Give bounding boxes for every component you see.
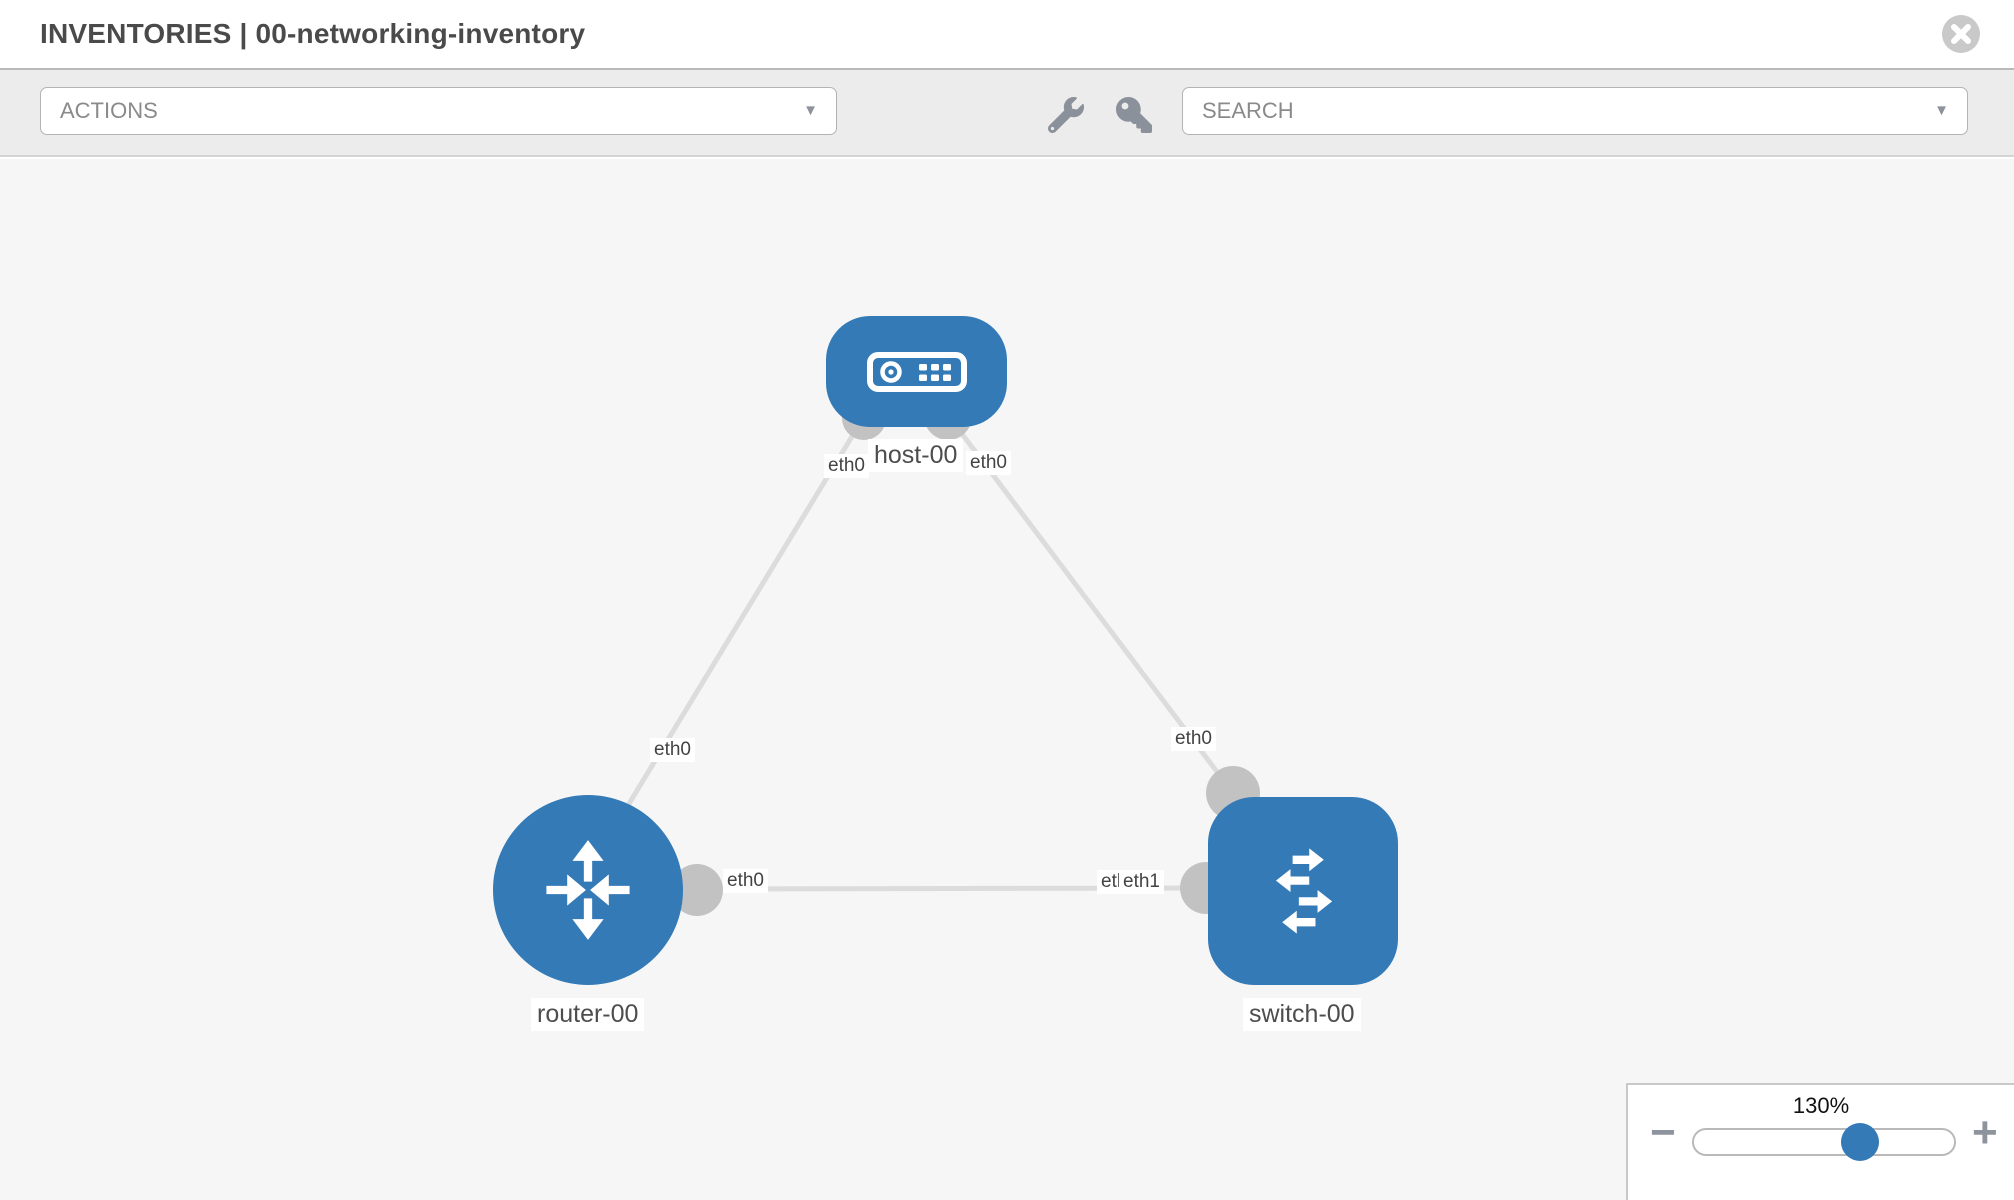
zoom-slider-track[interactable] <box>1692 1128 1956 1156</box>
actions-dropdown-label: ACTIONS <box>60 98 158 123</box>
topology-canvas[interactable]: host-00 router-00 switch-00 eth0 eth0 et… <box>0 159 2014 1200</box>
router-icon <box>546 840 630 940</box>
iface-label-router-top: eth0 <box>650 738 695 762</box>
zoom-out-button[interactable]: − <box>1650 1108 1676 1157</box>
zoom-in-button[interactable]: + <box>1972 1108 1998 1157</box>
key-icon[interactable] <box>1116 97 1152 133</box>
close-icon <box>1951 24 1971 44</box>
search-dropdown[interactable]: SEARCH ▼ <box>1182 87 1968 135</box>
links-layer <box>607 416 1235 892</box>
iface-label-host-left: eth0 <box>824 454 869 478</box>
zoom-panel: 130% − + <box>1626 1083 2014 1200</box>
iface-label-switch-mid: eth1 <box>1119 870 1164 894</box>
chevron-down-icon: ▼ <box>1934 102 1949 119</box>
toolbar: ACTIONS ▼ SEARCH ▼ <box>0 70 2014 157</box>
header: INVENTORIES | 00-networking-inventory <box>0 0 2014 70</box>
wrench-icon[interactable] <box>1048 97 1084 133</box>
node-label-host: host-00 <box>868 439 964 472</box>
node-label-switch: switch-00 <box>1243 998 1361 1031</box>
close-button[interactable] <box>1942 15 1980 53</box>
node-host-00[interactable] <box>826 316 1007 427</box>
node-switch-00[interactable] <box>1208 797 1398 985</box>
search-dropdown-label: SEARCH <box>1202 98 1294 123</box>
iface-label-switch-top: eth0 <box>1171 727 1216 751</box>
actions-dropdown[interactable]: ACTIONS ▼ <box>40 87 837 135</box>
switch-icon <box>1275 848 1333 934</box>
iface-label-host-right: eth0 <box>966 451 1011 475</box>
link-host-router[interactable] <box>607 418 865 837</box>
host-icon <box>866 351 967 392</box>
node-router-00[interactable] <box>493 795 683 985</box>
page-title: INVENTORIES | 00-networking-inventory <box>40 18 586 49</box>
chevron-down-icon: ▼ <box>803 102 818 119</box>
iface-label-router-mid: eth0 <box>723 869 768 893</box>
zoom-level-value: 130% <box>1792 1093 1850 1118</box>
zoom-slider-handle[interactable] <box>1841 1123 1879 1161</box>
node-label-router: router-00 <box>531 998 645 1031</box>
